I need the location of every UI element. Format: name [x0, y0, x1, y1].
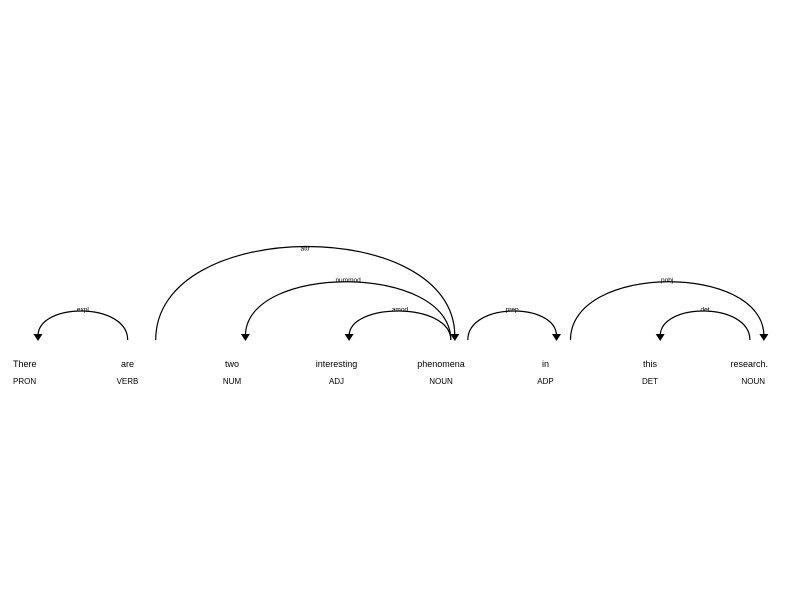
- tokens-layer: There PRON are VERB two NUM interesting …: [13, 359, 768, 386]
- arc-label-nummod: nummod: [335, 277, 361, 284]
- token-word-0: There: [13, 359, 37, 369]
- arc-arrowhead-nummod: [240, 334, 250, 341]
- arc-arrowhead-expl: [33, 334, 43, 341]
- arc-label-expl: expl: [77, 307, 89, 314]
- token-word-5: in: [542, 359, 549, 369]
- arc-arrowhead-pobj: [759, 334, 769, 341]
- arc-amod: [348, 310, 452, 341]
- arc-label-pobj: pobj: [661, 277, 673, 284]
- token-tag-4: NOUN: [429, 377, 453, 386]
- arc-det: [659, 310, 751, 341]
- token-tag-2: NUM: [223, 377, 242, 386]
- arc-arrowhead-attr: [450, 334, 460, 341]
- arc-label-attr: attr: [301, 246, 311, 253]
- token-tag-6: DET: [642, 377, 658, 386]
- token-word-4: phenomena: [417, 359, 465, 369]
- arc-expl: [37, 310, 129, 341]
- arc-attr: [155, 245, 456, 341]
- arc-prep: [467, 310, 558, 341]
- token-tag-5: ADP: [537, 377, 553, 386]
- token-tag-0: PRON: [13, 377, 36, 386]
- arc-arrowhead-det: [655, 334, 665, 341]
- arc-arrowhead-prep: [552, 334, 561, 341]
- token-word-3: interesting: [316, 359, 358, 369]
- token-word-1: are: [121, 359, 134, 369]
- arc-label-amod: amod: [392, 307, 409, 314]
- token-word-7: research.: [730, 359, 768, 369]
- token-word-2: two: [225, 359, 239, 369]
- arc-label-det: det: [701, 307, 710, 314]
- arc-label-prep: prep: [506, 307, 519, 314]
- arc-arrowhead-amod: [344, 334, 354, 341]
- arcs-layer: expl attr nummod amod prep pobj det: [33, 245, 769, 341]
- token-tag-1: VERB: [117, 377, 139, 386]
- token-tag-3: ADJ: [329, 377, 344, 386]
- token-word-6: this: [643, 359, 658, 369]
- arc-nummod: [244, 281, 452, 341]
- arc-pobj: [569, 281, 765, 341]
- token-tag-7: NOUN: [741, 377, 765, 386]
